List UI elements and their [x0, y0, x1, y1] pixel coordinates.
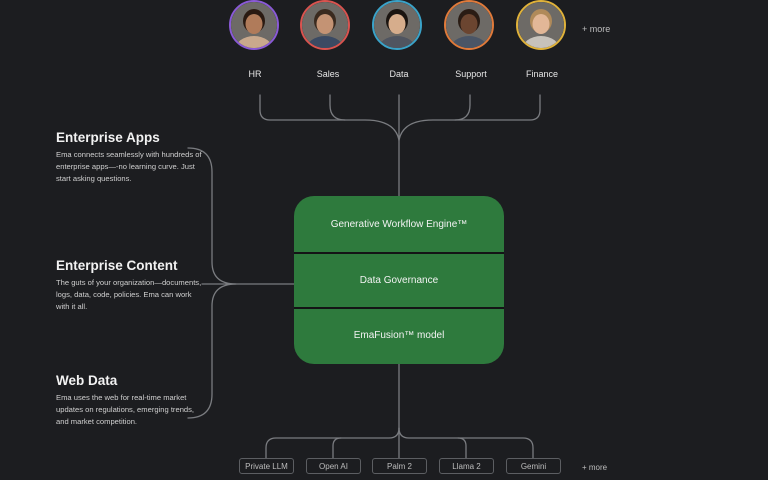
avatar-data [372, 0, 422, 50]
layer-data-governance: Data Governance [294, 252, 504, 307]
section-title: Enterprise Apps [56, 130, 160, 145]
model-pill-private-llm: Private LLM [239, 458, 294, 474]
section-body: Ema connects seamlessly with hundreds of… [56, 150, 202, 183]
model-pill-palm-2: Palm 2 [372, 458, 427, 474]
portrait-illustration [446, 2, 492, 48]
avatar-sales [300, 0, 350, 50]
model-pill-llama-2: Llama 2 [439, 458, 494, 474]
portrait-face [532, 14, 550, 34]
avatar-finance [516, 0, 566, 50]
portrait-shirt [450, 36, 488, 48]
section-enterprise-content: Enterprise Content The guts of your orga… [56, 258, 206, 313]
portrait-shirt [522, 36, 560, 48]
avatar-hr [229, 0, 279, 50]
section-web-data: Web Data Ema uses the web for real-time … [56, 373, 206, 428]
role-label-hr: HR [248, 69, 262, 79]
more-teams-link[interactable]: + more [582, 24, 611, 34]
role-label-data: Data [389, 69, 409, 79]
portrait-face [316, 14, 334, 34]
portrait-illustration [374, 2, 420, 48]
portrait-shirt [306, 36, 344, 48]
connector-left-bracket [187, 147, 237, 419]
connector-open-ai [332, 437, 342, 459]
role-label-finance: Finance [525, 69, 559, 79]
portrait-shirt [235, 36, 273, 48]
model-pill-gemini: Gemini [506, 458, 561, 474]
connector-private-llm [265, 427, 400, 459]
connector-sales [329, 94, 346, 121]
more-models-link[interactable]: + more [582, 463, 608, 472]
section-body: The guts of your organization—documents,… [56, 278, 202, 311]
portrait-face [460, 14, 478, 34]
portrait-face [388, 14, 406, 34]
connector-gemini [398, 427, 534, 459]
portrait-illustration [231, 2, 277, 48]
connector-hr [259, 94, 400, 141]
role-label-support: Support [455, 69, 487, 79]
connector-support [454, 94, 471, 121]
section-body: Ema uses the web for real-time market up… [56, 393, 195, 426]
ema-engine-block: Generative Workflow Engine™ Data Governa… [294, 196, 504, 364]
connector-llama [457, 437, 467, 459]
section-title: Web Data [56, 373, 118, 388]
section-title: Enterprise Content [56, 258, 178, 273]
layer-emafusion-model: EmaFusion™ model [294, 307, 504, 362]
layer-generative-workflow-engine: Generative Workflow Engine™ [330, 218, 468, 230]
role-label-sales: Sales [316, 69, 340, 79]
connector-finance [398, 94, 541, 141]
section-enterprise-apps: Enterprise Apps Ema connects seamlessly … [56, 130, 206, 185]
portrait-illustration [518, 2, 564, 48]
portrait-illustration [302, 2, 348, 48]
portrait-shirt [378, 36, 416, 48]
portrait-face [245, 14, 263, 34]
avatar-support [444, 0, 494, 50]
model-pill-open-ai: Open AI [306, 458, 361, 474]
